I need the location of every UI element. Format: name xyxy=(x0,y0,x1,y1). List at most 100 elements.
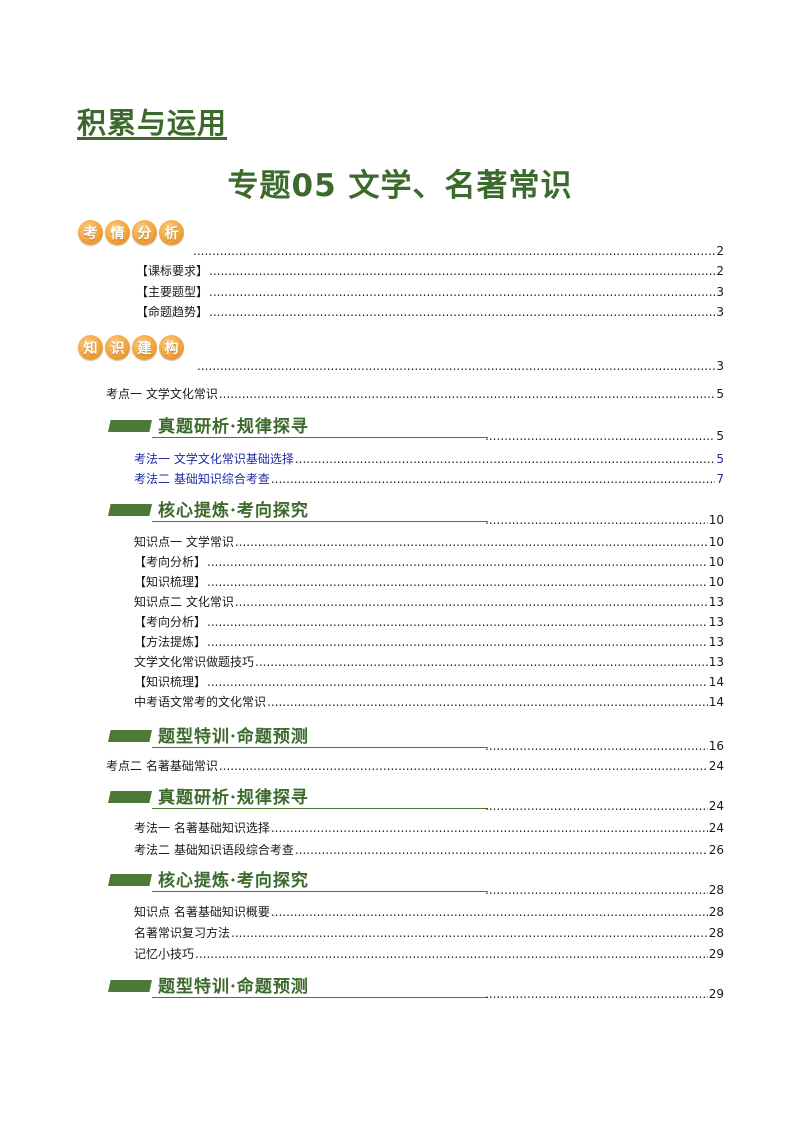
entry-label: 知识点一 文学常识 xyxy=(134,535,234,549)
toc-entry[interactable]: 【主要题型】 3 xyxy=(136,284,724,300)
leader-dots xyxy=(193,243,715,259)
leader-dots xyxy=(485,738,708,754)
leader-dots xyxy=(295,451,716,467)
page-number: 28 xyxy=(708,905,724,919)
leader-dots xyxy=(207,574,708,590)
page-number: 5 xyxy=(716,429,724,443)
leader-dots xyxy=(271,471,716,487)
entry-label: 知识点 名著基础知识概要 xyxy=(134,905,270,919)
entry-label: 文学文化常识做题技巧 xyxy=(134,655,255,669)
toc-entry[interactable]: 知识点 名著基础知识概要 28 xyxy=(134,904,724,920)
toc-entry[interactable]: 中考语文常考的文化常识 14 xyxy=(134,694,724,710)
banner-rule xyxy=(152,521,488,522)
entry-label: 中考语文常考的文化常识 xyxy=(134,695,267,709)
leader-dots xyxy=(267,694,708,710)
toc-entry[interactable]: 【命题趋势】 3 xyxy=(136,304,724,320)
toc-entry[interactable]: 24 xyxy=(484,798,724,814)
page-number: 13 xyxy=(708,655,724,669)
page-number: 26 xyxy=(708,843,724,857)
toc-entry[interactable]: 【课标要求】 2 xyxy=(136,263,724,279)
section-banner: 核心提炼·考向探究 xyxy=(108,866,488,892)
toc-entry-kaoqing[interactable]: 2 xyxy=(192,243,724,259)
leader-dots xyxy=(231,925,708,941)
entry-label: 考法二 基础知识语段综合考查 xyxy=(134,843,294,857)
page-number: 16 xyxy=(708,739,724,753)
leader-dots xyxy=(219,386,716,402)
badge-char: 考 xyxy=(78,220,103,245)
toc-entry-kaofa[interactable]: 考法一 文学文化常识基础选择 5 xyxy=(134,451,724,467)
toc-entry-kaofa[interactable]: 考法二 基础知识语段综合考查 26 xyxy=(134,842,724,858)
page-number: 24 xyxy=(708,759,724,773)
banner-title: 真题研析·规律探寻 xyxy=(158,417,309,437)
leader-dots xyxy=(209,304,715,320)
page-number: 10 xyxy=(708,535,724,549)
leader-dots xyxy=(197,358,715,374)
toc-entry[interactable]: 知识点一 文学常识 10 xyxy=(134,534,724,550)
leader-dots xyxy=(209,284,715,300)
leader-dots xyxy=(235,594,708,610)
banner-bar xyxy=(108,504,152,516)
toc-entry[interactable]: 知识点二 文化常识 13 xyxy=(134,594,724,610)
banner-bar xyxy=(108,791,152,803)
toc-entry[interactable]: 【知识梳理】 14 xyxy=(134,674,724,690)
toc-entry[interactable]: 【考向分析】 10 xyxy=(134,554,724,570)
section-banner: 核心提炼·考向探究 xyxy=(108,496,488,522)
banner-rule xyxy=(152,997,488,998)
toc-entry[interactable]: 名著常识复习方法 28 xyxy=(134,925,724,941)
toc-entry-kaodian[interactable]: 考点一 文学文化常识 5 xyxy=(106,386,724,402)
page-number: 10 xyxy=(708,555,724,569)
toc-entry[interactable]: 【考向分析】 13 xyxy=(134,614,724,630)
entry-label: 知识点二 文化常识 xyxy=(134,595,234,609)
toc-entry-kaofa[interactable]: 考法一 名著基础知识选择 24 xyxy=(134,820,724,836)
toc-entry[interactable]: 【知识梳理】 10 xyxy=(134,574,724,590)
banner-rule xyxy=(152,437,488,438)
page-number: 24 xyxy=(708,821,724,835)
toc-entry-zhishi[interactable]: 3 xyxy=(196,358,724,374)
badge-char: 建 xyxy=(132,335,157,360)
toc-entry-kaodian[interactable]: 考点二 名著基础常识 24 xyxy=(106,758,724,774)
page-number: 28 xyxy=(708,926,724,940)
toc-entry[interactable]: 文学文化常识做题技巧 13 xyxy=(134,654,724,670)
toc-entry[interactable]: 记忆小技巧 29 xyxy=(134,946,724,962)
toc-entry[interactable]: 10 xyxy=(484,512,724,528)
section-banner: 真题研析·规律探寻 xyxy=(108,783,488,809)
page-number: 29 xyxy=(708,947,724,961)
document-title: 专题05 文学、名著常识 xyxy=(227,168,573,204)
toc-entry[interactable]: 【方法提炼】 13 xyxy=(134,634,724,650)
entry-label: 考法二 基础知识综合考查 xyxy=(134,472,270,486)
entry-label: 【课标要求】 xyxy=(136,264,209,278)
badge-char: 构 xyxy=(159,335,184,360)
toc-entry-kaofa[interactable]: 考法二 基础知识综合考查 7 xyxy=(134,471,724,487)
page-number: 3 xyxy=(716,305,724,319)
leader-dots xyxy=(195,946,708,962)
leader-dots xyxy=(207,634,708,650)
badge-char: 析 xyxy=(159,220,184,245)
page-number: 10 xyxy=(708,513,724,527)
entry-label: 考法一 文学文化常识基础选择 xyxy=(134,452,294,466)
toc-entry[interactable]: 28 xyxy=(484,882,724,898)
entry-label: 【考向分析】 xyxy=(134,555,207,569)
banner-bar xyxy=(108,874,152,886)
entry-label: 考点二 名著基础常识 xyxy=(106,759,218,773)
kaoqing-badge: 考 情 分 析 xyxy=(78,220,184,245)
leader-dots xyxy=(485,798,708,814)
toc-entry[interactable]: 16 xyxy=(484,738,724,754)
badge-char: 识 xyxy=(105,335,130,360)
page-number: 28 xyxy=(708,883,724,897)
leader-dots xyxy=(207,674,708,690)
leader-dots xyxy=(209,263,715,279)
entry-label: 【知识梳理】 xyxy=(134,575,207,589)
toc-entry[interactable]: 29 xyxy=(484,986,724,1002)
banner-title: 真题研析·规律探寻 xyxy=(158,788,309,808)
toc-entry[interactable]: 5 xyxy=(484,428,724,444)
zhishi-badge: 知 识 建 构 xyxy=(78,335,184,360)
leader-dots xyxy=(219,758,708,774)
page-number: 14 xyxy=(708,695,724,709)
leader-dots xyxy=(207,554,708,570)
leader-dots xyxy=(485,428,715,444)
page-number: 14 xyxy=(708,675,724,689)
entry-label: 名著常识复习方法 xyxy=(134,926,231,940)
banner-title: 题型特训·命题预测 xyxy=(158,977,309,997)
page-number: 5 xyxy=(716,452,724,466)
entry-label: 【考向分析】 xyxy=(134,615,207,629)
